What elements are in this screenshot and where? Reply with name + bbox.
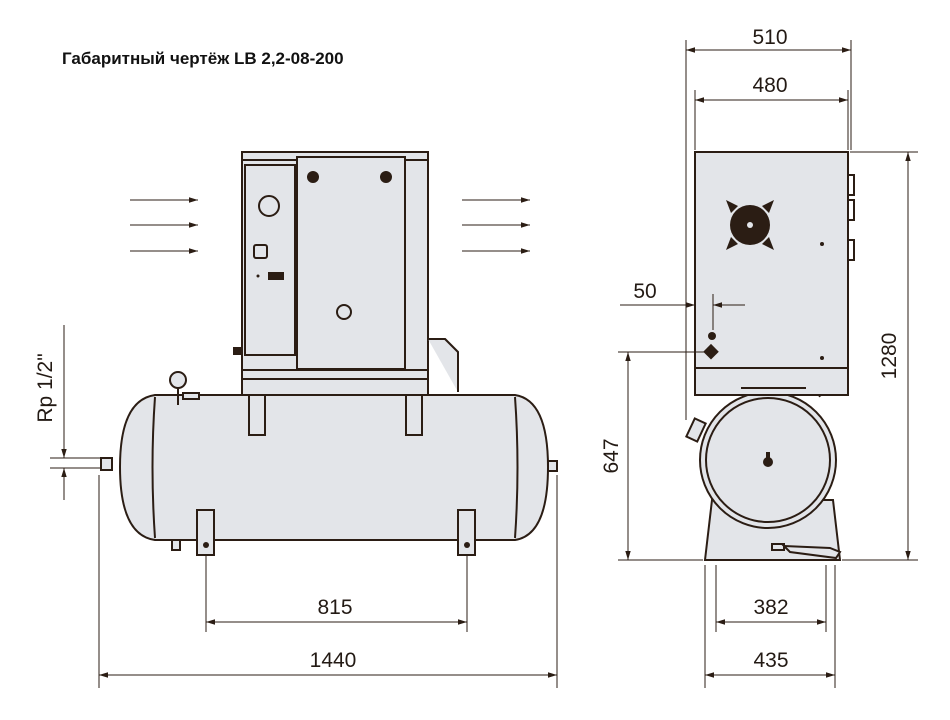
tank-side xyxy=(685,368,842,561)
drawing-title: Габаритный чертёж LB 2,2-08-200 xyxy=(62,49,344,68)
dimension-thread: Rp 1/2" xyxy=(34,325,100,500)
pressure-gauge-icon xyxy=(169,371,200,405)
fan-icon xyxy=(726,200,774,250)
dimension-435: 435 xyxy=(704,565,836,688)
compressor-cabinet-side xyxy=(694,151,855,396)
dimension-label-647: 647 xyxy=(600,438,623,473)
dimension-label-thread: Rp 1/2" xyxy=(34,353,57,422)
airflow-arrows-out xyxy=(462,197,530,254)
front-view: Rp 1/2" 815 1440 xyxy=(34,151,558,688)
dimension-382: 382 xyxy=(715,565,827,632)
tank-front xyxy=(100,371,558,556)
dimension-510: 510 xyxy=(685,26,852,420)
dimension-1440: 1440 xyxy=(98,475,558,688)
dimension-647: 647 xyxy=(600,351,705,561)
compressor-cabinet-front xyxy=(233,151,459,396)
dimension-label-1280: 1280 xyxy=(878,333,901,380)
dimension-label-435: 435 xyxy=(753,649,788,672)
dimension-label-510: 510 xyxy=(752,26,787,49)
side-view: 510 480 1280 647 50 xyxy=(600,26,918,688)
dimension-label-1440: 1440 xyxy=(310,649,357,672)
dimension-label-382: 382 xyxy=(753,596,788,619)
dimension-label-815: 815 xyxy=(317,596,352,619)
dimension-1280: 1280 xyxy=(842,151,918,561)
airflow-arrows-in xyxy=(130,197,198,254)
dimension-label-50: 50 xyxy=(633,280,656,303)
dimension-480: 480 xyxy=(694,74,849,150)
dimension-815: 815 xyxy=(205,556,468,632)
dimension-label-480: 480 xyxy=(752,74,787,97)
dimension-50: 50 xyxy=(620,280,745,330)
